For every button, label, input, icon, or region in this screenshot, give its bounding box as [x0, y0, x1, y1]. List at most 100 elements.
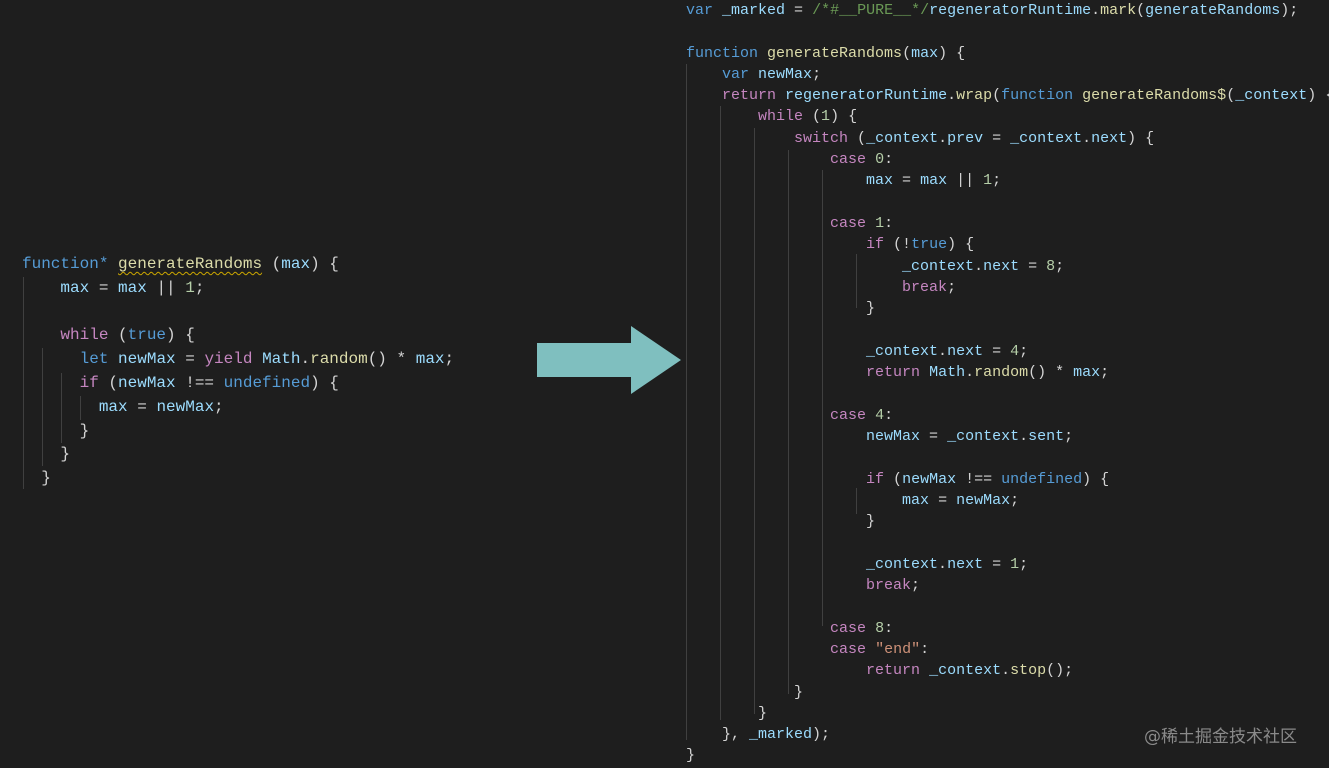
code-token: next [947, 342, 984, 360]
code-token: random [974, 364, 1029, 382]
code-token: mark [1100, 2, 1137, 19]
code-token: max [118, 278, 147, 297]
code-token: ); [812, 726, 831, 744]
code-line: } [22, 467, 502, 491]
code-line: newMax = _context.sent; [686, 426, 1306, 447]
code-token: max [1073, 364, 1101, 382]
code-token: var [722, 65, 750, 83]
code-token: . [300, 350, 311, 369]
code-token: : [884, 151, 894, 169]
code-line: case 8: [686, 618, 1306, 639]
code-token: . [938, 555, 948, 573]
code-token [749, 66, 758, 83]
code-token: = [983, 555, 1011, 573]
code-token: max [920, 172, 948, 190]
code-token: . [938, 129, 948, 147]
indent-guide [856, 254, 857, 308]
code-line: max = newMax; [686, 490, 1306, 511]
code-token [920, 662, 929, 679]
code-token: _context [947, 427, 1020, 445]
code-line: if (!true) { [686, 234, 1306, 255]
code-line: if (newMax !== undefined) { [686, 469, 1306, 490]
code-token: . [1082, 129, 1092, 147]
code-token: ) { [1127, 129, 1155, 147]
code-token: _context [1010, 129, 1083, 147]
code-token: } [22, 445, 71, 464]
code-token: . [1019, 427, 1029, 445]
code-token [108, 350, 118, 368]
code-token: 1 [185, 278, 195, 297]
code-line: return regeneratorRuntime.wrap(function … [686, 85, 1329, 106]
code-line: case "end": [686, 639, 1306, 660]
code-token [686, 407, 830, 424]
code-line: function* generateRandoms (max) { [22, 253, 502, 277]
code-line [686, 596, 1306, 617]
code-token: function [1001, 87, 1074, 105]
code-token: newMax [118, 373, 176, 392]
code-line: case 4: [686, 405, 1306, 426]
code-token: undefined [223, 373, 311, 392]
code-token: ) { [947, 236, 975, 254]
code-token: max [281, 255, 311, 273]
code-token: _context [866, 342, 939, 360]
code-token: case [830, 151, 867, 169]
code-line: _context.next = 1; [686, 554, 1306, 575]
code-token [686, 279, 902, 296]
code-token: } [686, 513, 876, 531]
code-token: () * [1028, 364, 1074, 382]
code-token [686, 577, 866, 594]
code-line: } [686, 745, 1306, 766]
code-token: 1 [875, 214, 885, 232]
code-token: newMax [902, 470, 957, 488]
code-token: = [175, 350, 205, 369]
code-line: } [686, 682, 1306, 703]
code-token: sent [1028, 427, 1065, 445]
code-token: function [686, 44, 759, 62]
code-token [686, 492, 902, 509]
code-line: } [686, 298, 1306, 319]
code-token: generateRandoms [118, 255, 263, 273]
code-token: ) { [166, 326, 195, 345]
code-token: newMax [118, 350, 176, 369]
code-line [686, 319, 1306, 340]
original-code-panel: function* generateRandoms (max) { max = … [22, 253, 502, 491]
code-line [686, 192, 1306, 213]
code-token: (! [884, 236, 912, 254]
code-token: generateRandoms [767, 44, 903, 62]
code-token: . [974, 257, 984, 275]
code-token [686, 364, 866, 381]
code-token: return [866, 364, 921, 382]
code-line: case 1: [686, 213, 1306, 234]
code-token: . [1091, 2, 1101, 19]
code-token: } [686, 747, 696, 765]
code-token: ; [1055, 257, 1065, 275]
code-line: } [686, 511, 1306, 532]
code-token: generateRandoms [1145, 2, 1281, 19]
indent-guide [754, 128, 755, 714]
code-token [686, 172, 866, 189]
code-token [758, 45, 767, 62]
code-token: ) { [830, 108, 858, 126]
code-token: 1 [983, 172, 993, 190]
code-token: ; [992, 172, 1002, 190]
code-token [713, 2, 722, 19]
code-token: = [983, 129, 1011, 147]
code-token: true [127, 326, 167, 345]
indent-guide [80, 396, 81, 420]
code-line: _context.next = 8; [686, 256, 1306, 277]
code-token: let [79, 350, 109, 369]
code-token [22, 374, 80, 392]
indent-guide [42, 348, 43, 466]
code-token: ; [1100, 364, 1110, 382]
code-token: max [60, 278, 90, 297]
indent-guide [23, 277, 24, 489]
code-token: ; [1019, 555, 1029, 573]
code-token: break [902, 278, 948, 296]
code-token: ( [992, 87, 1002, 105]
code-token: ) { [310, 373, 339, 392]
code-token [686, 428, 866, 445]
code-token: ) { [310, 255, 339, 273]
code-token: } [686, 704, 768, 722]
code-token: ) { [1307, 87, 1329, 105]
code-token: ( [803, 108, 822, 126]
